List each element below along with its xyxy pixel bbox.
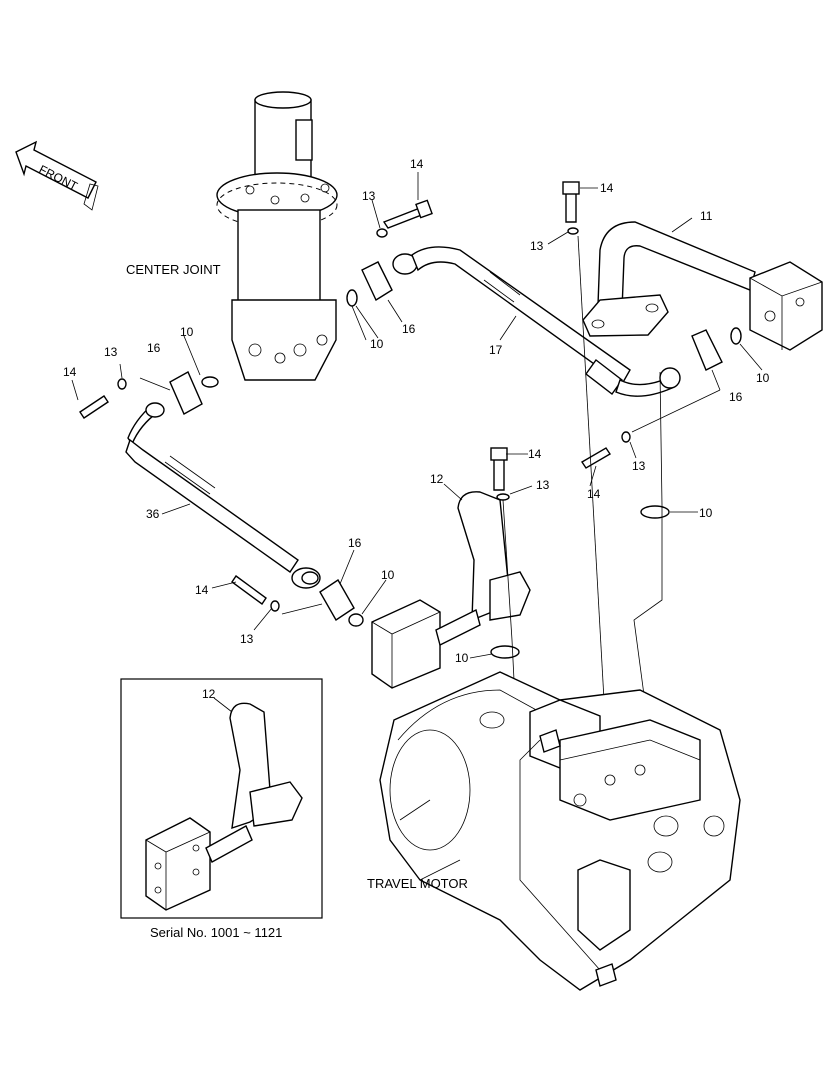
callout-16-right: 16 [729, 390, 743, 404]
leader-lines [71, 172, 763, 741]
callout-14-mid-right: 14 [587, 487, 601, 501]
callout-12-inset: 12 [202, 687, 216, 701]
callout-16-lower: 16 [348, 536, 362, 550]
callout-16-center: 16 [402, 322, 416, 336]
hose-36 [125, 402, 321, 589]
hose-17 [392, 246, 681, 397]
callout-10-left: 10 [180, 325, 194, 339]
pipe-12-upper [371, 491, 531, 689]
center-joint-label: CENTER JOINT [126, 262, 221, 277]
callout-10-center: 10 [370, 337, 384, 351]
callout-17: 17 [489, 343, 503, 357]
callout-13-left: 13 [104, 345, 118, 359]
callout-14-top: 14 [410, 157, 424, 171]
callout-36: 36 [146, 507, 160, 521]
callout-13-top: 13 [362, 189, 376, 203]
travel-motor-label: TRAVEL MOTOR [367, 876, 468, 891]
front-arrow: FRONT [15, 140, 99, 211]
callout-13-mid-right: 13 [632, 459, 646, 473]
callout-10-lower: 10 [381, 568, 395, 582]
callout-11: 11 [700, 209, 713, 223]
callout-14-lower: 14 [195, 583, 209, 597]
callout-13-mid: 13 [536, 478, 550, 492]
callout-14-left: 14 [63, 365, 77, 379]
center-joint [216, 91, 338, 381]
small-parts [79, 181, 742, 659]
callout-13-lower: 13 [240, 632, 254, 646]
callout-13-right-top: 13 [530, 239, 544, 253]
serial-inset [120, 678, 323, 919]
callout-10-motor: 10 [455, 651, 469, 665]
callout-12-upper: 12 [430, 472, 444, 486]
callout-16-left: 16 [147, 341, 161, 355]
callout-14-right-top: 14 [600, 181, 614, 195]
pipe-11 [582, 221, 823, 351]
callout-10-mid-right: 10 [699, 506, 713, 520]
callout-14-mid: 14 [528, 447, 542, 461]
travel-motor [379, 671, 741, 991]
serial-caption: Serial No. 1001 ~ 1121 [150, 925, 283, 940]
callout-10-right: 10 [756, 371, 770, 385]
